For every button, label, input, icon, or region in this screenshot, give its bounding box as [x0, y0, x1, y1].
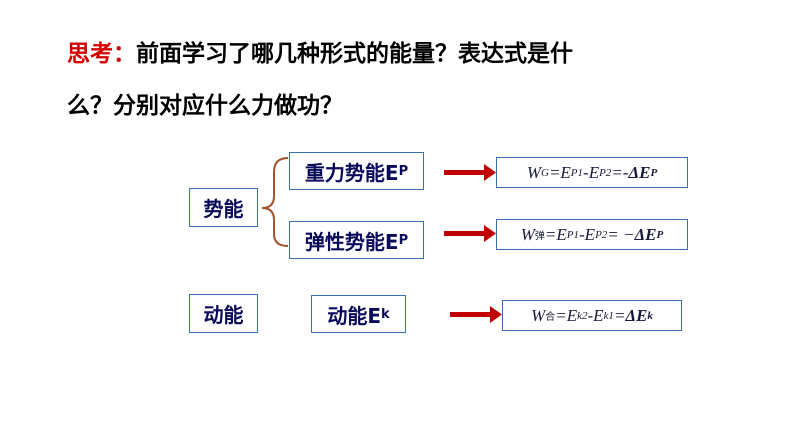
formula-gravity-w: W — [526, 162, 541, 182]
formula-gravity-delta-sub: P — [650, 166, 658, 179]
formula-elastic-term2: -E — [579, 224, 596, 244]
category-potential-energy: 势能 — [189, 188, 258, 227]
brace — [261, 157, 289, 247]
formula-gravity-sub1: P1 — [570, 166, 584, 179]
term-kinetic-sub: k — [381, 306, 390, 322]
formula-kinetic-w: W — [531, 305, 546, 325]
formula-kinetic-delta: ΔE — [625, 305, 648, 325]
question-prompt: 思考： — [67, 41, 136, 67]
formula-kinetic-term2: -E — [587, 305, 604, 325]
formula-gravity-delta: ΔE — [628, 162, 651, 182]
formula-elastic-sub2: P2 — [595, 228, 608, 241]
category-kinetic-energy: 动能 — [189, 294, 258, 333]
formula-kinetic-delta-sub: k — [647, 309, 653, 322]
formula-gravity-equals: =- — [611, 162, 629, 182]
formula-gravity-term2: -E — [583, 162, 600, 182]
question-line-1: 思考：前面学习了哪几种形式的能量？表达式是什 — [67, 34, 573, 68]
term-kinetic-label: 动能E — [327, 303, 381, 328]
term-elastic-sub: P — [398, 232, 409, 248]
question-text-1: 前面学习了哪几种形式的能量？表达式是什 — [136, 41, 573, 67]
formula-kinetic-sub2: k1 — [603, 309, 614, 322]
formula-elastic-delta: ΔE — [634, 224, 657, 244]
category-potential-label: 势能 — [203, 197, 244, 221]
term-elastic-label: 弹性势能E — [304, 229, 399, 254]
question-line-2: 么？分别对应什么力做功？ — [67, 93, 343, 119]
term-gravity-sub: P — [398, 163, 409, 179]
formula-elastic-w: W — [520, 224, 535, 244]
arrow-elastic — [444, 225, 496, 242]
formula-elastic-equals: = − — [607, 224, 635, 244]
term-gravity-label: 重力势能E — [304, 160, 399, 185]
formula-gravity-sub2: P2 — [599, 166, 612, 179]
formula-kinetic-w-sub: 合 — [545, 312, 556, 323]
category-kinetic-label: 动能 — [203, 303, 244, 327]
formula-elastic-w-sub: 弹 — [534, 231, 545, 242]
formula-elastic-term1: =E — [544, 224, 567, 244]
formula-elastic-delta-sub: P — [656, 228, 664, 241]
formula-gravity-w-sub: G — [540, 166, 549, 179]
formula-kinetic-sub1: k2 — [577, 309, 588, 322]
formula-elastic-sub1: P1 — [566, 228, 580, 241]
formula-gravity-term1: =E — [548, 162, 571, 182]
formula-kinetic-equals: = — [613, 305, 626, 325]
arrow-gravity — [444, 164, 496, 181]
arrow-kinetic — [450, 306, 502, 323]
formula-kinetic-term1: =E — [555, 305, 578, 325]
